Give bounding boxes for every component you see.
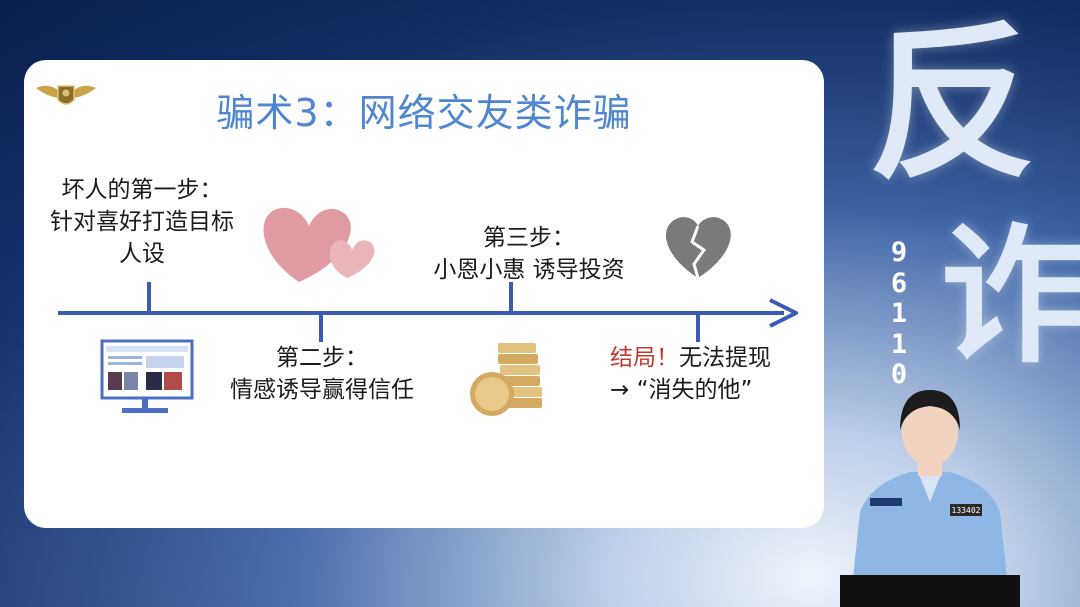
ending-text1: 无法提现 <box>679 345 771 371</box>
badge-number: 133402 <box>952 506 981 515</box>
coins-icon <box>470 343 542 416</box>
step3-line2: 小恩小惠 诱导投资 <box>433 257 625 283</box>
step3-text: 第三步： 小恩小惠 诱导投资 <box>422 222 636 286</box>
fraud-char: 诈 <box>940 210 1080 384</box>
ending-label: 结局！ <box>610 345 679 371</box>
step2-line1: 第二步： <box>276 345 368 371</box>
presenter-video: 133402 <box>840 390 1020 607</box>
slide-panel: 骗术3：网络交友类诈骗 <box>24 60 824 528</box>
step2-text: 第二步： 情感诱导赢得信任 <box>220 342 424 406</box>
step1-line1: 坏人的第一步： <box>61 177 223 203</box>
step1-line2: 针对喜好打造目标 <box>50 209 234 235</box>
podium <box>840 575 1020 607</box>
anti-char: 反 <box>868 6 1036 202</box>
police-badge <box>950 504 982 516</box>
step3-line1: 第三步： <box>483 225 575 251</box>
step1-text: 坏人的第一步： 针对喜好打造目标 人设 <box>42 174 242 270</box>
slide-title: 骗术3：网络交友类诈骗 <box>216 91 632 135</box>
hotline-number: 96110 <box>890 237 908 390</box>
step2-line2: 情感诱导赢得信任 <box>230 377 414 403</box>
website-monitor-icon <box>100 339 194 413</box>
heart-icon <box>263 207 375 282</box>
ending-text: 结局！无法提现 → “消失的他” <box>610 342 790 406</box>
logo-badge-icon <box>36 85 96 105</box>
timeline-arrow-head <box>769 298 798 328</box>
broken-heart-icon <box>665 217 731 279</box>
ending-text2: → “消失的他” <box>610 377 753 403</box>
step1-line3: 人设 <box>119 241 165 267</box>
